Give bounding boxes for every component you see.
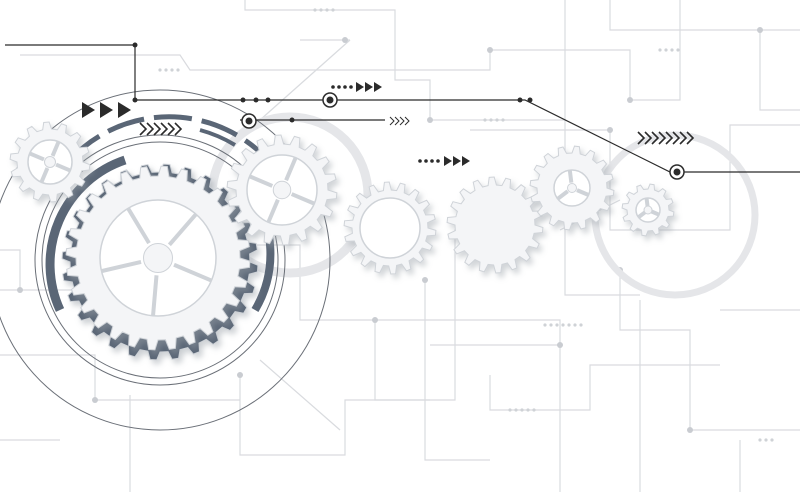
gear-upper-center-spoke	[284, 156, 298, 182]
dot-arrow-trail-mid	[418, 156, 470, 166]
gear-upper-center-spoke	[248, 174, 274, 188]
gear-group	[9, 121, 675, 361]
gear-middle-plain	[446, 176, 544, 274]
chevron-arrows	[139, 116, 695, 145]
big-gear-spoke	[151, 275, 159, 316]
small-gear-left-spoke	[55, 162, 72, 173]
gear-right-small-center	[643, 205, 653, 215]
gear-upper-center-center	[272, 180, 292, 200]
small-gear-left-spoke	[39, 167, 50, 184]
big-gear-spoke	[167, 212, 198, 247]
target-nodes	[241, 92, 685, 180]
big-gear-spoke	[101, 259, 142, 274]
gear-middle-ring	[343, 181, 437, 275]
small-gear-left-spoke	[28, 151, 45, 162]
gear-right-medium-spoke	[556, 189, 569, 201]
gear-right-small-spoke	[650, 209, 660, 217]
gear-right-medium-spoke	[576, 188, 590, 197]
big-gear-center	[143, 243, 173, 273]
gear-right-small-spoke	[644, 197, 650, 207]
big-gear-spoke	[126, 207, 151, 245]
gear-upper-center-spoke	[290, 192, 316, 206]
gear-upper-center-spoke	[266, 198, 280, 224]
gear-right-medium-spoke	[567, 169, 574, 183]
gear-right-medium	[529, 145, 615, 231]
small-gear-left-center	[44, 156, 56, 168]
gear-right-small	[621, 183, 675, 237]
big-gear	[65, 165, 251, 351]
big-gear-spoke	[173, 262, 213, 283]
triangle-arrows-left	[82, 102, 131, 118]
dotted-segments	[158, 8, 774, 442]
small-gear-left-spoke	[50, 140, 61, 157]
primary-nodes	[132, 42, 533, 123]
gear-middle-plain-body	[446, 176, 544, 274]
gear-right-small-spoke	[637, 210, 647, 219]
concentric-circles	[0, 89, 331, 431]
dot-arrow-trail-top	[331, 82, 382, 92]
small-gear-left	[9, 121, 91, 203]
gear-right-medium-center	[567, 183, 577, 193]
gear-upper-center	[226, 134, 338, 246]
gear-middle-ring-hub	[359, 197, 421, 259]
